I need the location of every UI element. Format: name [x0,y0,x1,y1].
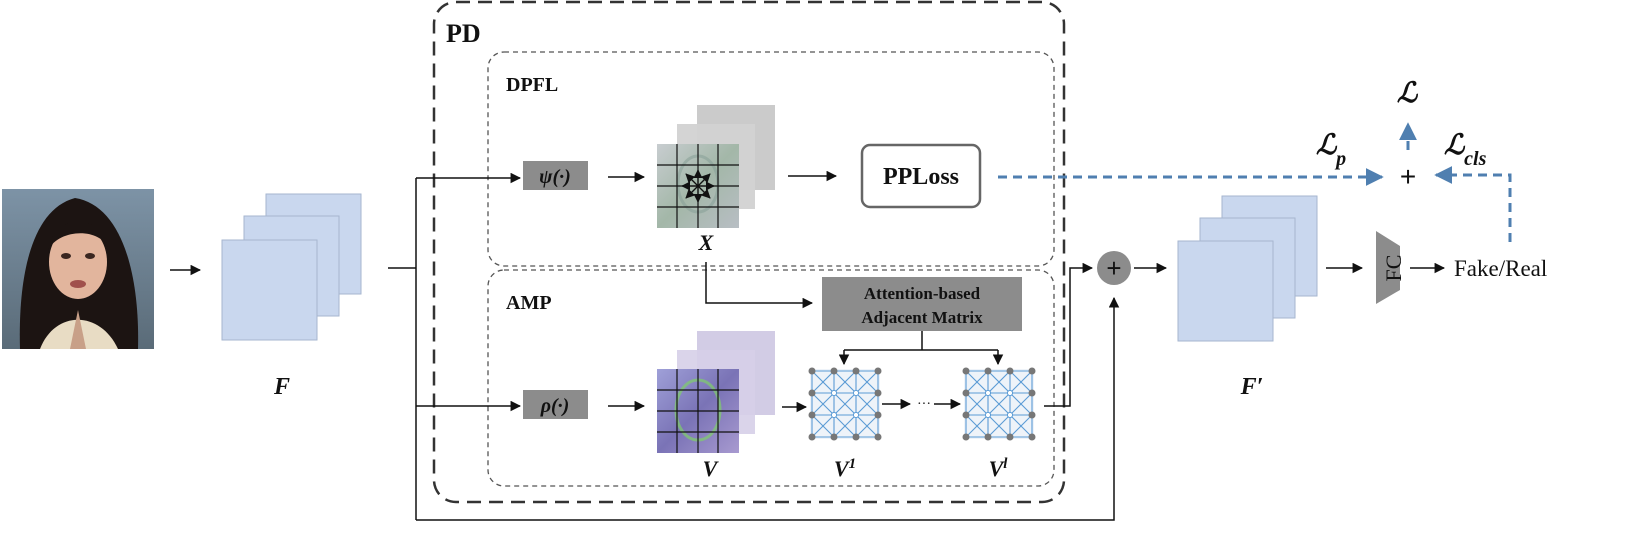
label-Vl: Vl [989,456,1009,481]
label-V1: V1 [834,456,856,481]
plus-node [1097,251,1131,285]
graph-edge [965,392,989,416]
graph-edge [1009,414,1033,438]
pploss-box [860,143,982,209]
arrow-Vl-to-plus [1044,262,1094,407]
graph-node [830,367,838,375]
graph-node [1006,389,1014,397]
graph-node [984,433,992,441]
graph-node [808,433,816,441]
graph-node [1028,389,1036,397]
graph-node [1006,411,1014,419]
psi-operator-label: ψ(·) [539,166,571,188]
graph-edge [987,392,1011,416]
label-X: X [698,230,715,255]
dashed-arrow-cls-to-sum [1434,166,1512,242]
graph-node [874,389,882,397]
graph-edge [833,370,857,394]
rho-operator-label: ρ(·) [540,395,570,417]
graph-node [984,367,992,375]
attention-matrix-label-line2: Adjacent Matrix [861,308,983,327]
graph-node [830,411,838,419]
graph-edge [965,370,989,394]
graph-edge [811,370,835,394]
fc-layer-shape [1376,231,1400,304]
fc-layer-label: FC [1381,255,1406,282]
graph-edge [1009,370,1033,394]
psi-operator-box [523,161,588,190]
label-F-prime: F′ [1240,374,1264,400]
feature-stack-F-prime [1177,195,1318,342]
label-loss-cls: ℒcls [1444,130,1487,170]
graph-edge [811,392,835,416]
graph-node [830,389,838,397]
graph-node [962,411,970,419]
graph-edge [833,414,857,438]
graph-node [852,367,860,375]
arrow-residual-skip [416,296,1120,521]
attention-matrix-label-line1: Attention-based [864,284,981,303]
label-loss-p: ℒp [1316,130,1346,170]
graph-edge [855,370,879,394]
graph-node [830,433,838,441]
output-label: Fake/Real [1454,256,1547,281]
feature-stack-X [657,105,775,228]
graph-node [1028,367,1036,375]
graph-edge [833,392,857,416]
graph-node [962,367,970,375]
graph-edge [987,370,1011,394]
input-face-image [2,189,154,349]
graph-edge [1009,392,1033,416]
graph-node [984,411,992,419]
amp-module-title: AMP [506,292,552,314]
graph-edge [987,414,1011,438]
graph-node [1028,411,1036,419]
pd-module-title: PD [446,19,481,48]
graph-node [1028,433,1036,441]
label-total-loss: ℒ [1397,78,1419,109]
graph-node [984,389,992,397]
graph-node [808,389,816,397]
loss-sum-plus: + [1400,161,1416,192]
plus-node-label: + [1106,253,1121,283]
graph-node [808,411,816,419]
graph-node [1006,433,1014,441]
pd-module-box [432,0,1066,504]
graph-edge [811,414,835,438]
graph-node [962,389,970,397]
graph-node [874,367,882,375]
pploss-label: PPLoss [883,164,959,190]
graph-node [874,411,882,419]
arrow-X-to-attention [705,262,814,309]
graph-edge [965,414,989,438]
ellipsis: ··· [917,397,931,412]
graph-node [808,367,816,375]
dpfl-module-title: DPFL [506,74,558,96]
feature-stack-V [657,331,775,453]
graph-Vl [962,367,1036,441]
amp-module-box [487,269,1055,487]
graph-V1 [808,367,882,441]
graph-node [874,433,882,441]
label-V: V [703,456,720,481]
rho-operator-box [523,390,588,419]
graph-node [962,433,970,441]
label-F: F [273,374,290,400]
attention-matrix-box [822,277,1022,331]
graph-node [852,433,860,441]
dpfl-module-box [487,51,1055,267]
feature-stack-F [221,193,362,341]
graph-edge [855,414,879,438]
graph-node [852,411,860,419]
graph-edge [855,392,879,416]
graph-node [852,389,860,397]
graph-node [1006,367,1014,375]
